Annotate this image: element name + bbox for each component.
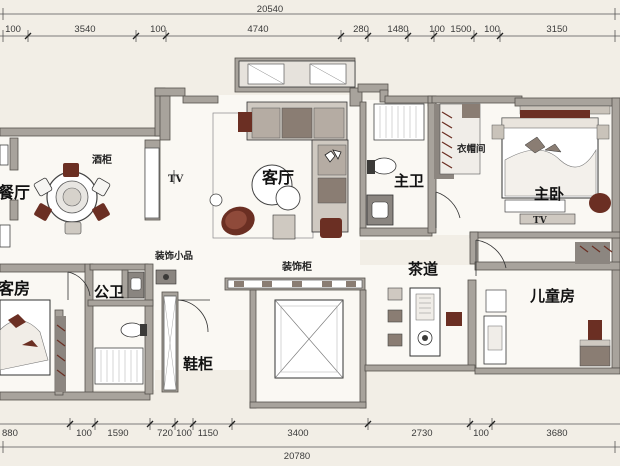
- dim-top-3: 4740: [247, 24, 268, 35]
- guest-room-door: [67, 271, 91, 300]
- dining-room-label: 餐厅: [0, 183, 30, 202]
- dim-bottom-7: 2730: [411, 428, 432, 439]
- dining-side-table: [0, 224, 11, 248]
- wine-cabinet: [144, 147, 160, 219]
- living-sofa: [238, 101, 349, 240]
- dim-top-4: 280: [353, 24, 369, 35]
- dim-bottom-3: 720: [157, 428, 173, 439]
- closet-label: 衣帽间: [457, 143, 486, 155]
- side-table-round: [275, 185, 301, 211]
- dim-top-6: 100: [429, 24, 445, 35]
- dim-top-total: 20540: [257, 4, 283, 15]
- tv-wall-cabinet: [238, 60, 356, 88]
- walk-in-closet: [439, 103, 481, 175]
- master-bath-fixtures: [366, 103, 425, 226]
- lounge-chair: [221, 206, 255, 236]
- dim-bottom-1: 100: [76, 428, 92, 439]
- entry-door: [177, 299, 210, 333]
- kids-room-label: 儿童房: [529, 287, 575, 305]
- tea-table: [409, 287, 441, 357]
- plant-icon: [324, 149, 342, 163]
- master-tv-cabinet: [519, 213, 576, 225]
- master-bedroom-label: 主卧: [534, 185, 564, 203]
- dim-top-0: 100: [5, 24, 21, 35]
- kids-shelving-hatch: [579, 245, 613, 253]
- shoe-cabinet-label: 鞋柜: [183, 355, 213, 373]
- tea-room-label: 茶道: [408, 260, 438, 278]
- wine-cabinet-label: 酒柜: [92, 153, 112, 166]
- dim-bottom-2: 1590: [107, 428, 128, 439]
- sideboard: [0, 144, 9, 166]
- entry-lift-block: [274, 299, 344, 379]
- guest-bed: [0, 299, 51, 376]
- dim-top-8: 100: [484, 24, 500, 35]
- bedroom-bench: [504, 199, 566, 213]
- master-bed: [491, 110, 610, 199]
- dim-top-1: 3540: [74, 24, 95, 35]
- dim-bottom-4: 100: [176, 428, 192, 439]
- living-room-label: 客厅: [262, 168, 294, 187]
- tea-stools: [387, 287, 462, 347]
- dim-top-5: 1480: [387, 24, 408, 35]
- ornament-dot: [163, 274, 169, 280]
- tea-room-door: [475, 239, 507, 276]
- tv-label-left: TV: [168, 174, 183, 185]
- guest-bedroom-label: 客房: [0, 279, 30, 298]
- floor-lamp: [209, 193, 223, 207]
- public-bath-label: 公卫: [94, 283, 124, 301]
- dim-bottom-total: 20780: [284, 451, 310, 462]
- dim-bottom-8: 100: [473, 428, 489, 439]
- dimension-ticks: [24, 32, 504, 428]
- tv-label-master: TV: [533, 216, 548, 226]
- master-bath-label: 主卫: [394, 172, 424, 190]
- decor-ornaments-label: 装饰小品: [154, 250, 193, 262]
- dim-top-9: 3150: [546, 24, 567, 35]
- dim-bottom-9: 3680: [546, 428, 567, 439]
- dim-bottom-5: 1150: [198, 428, 218, 439]
- dim-top-7: 1500: [450, 24, 471, 35]
- shoe-cabinet: [163, 295, 177, 391]
- public-bath-fixtures: [94, 271, 147, 385]
- decor-cabinet: [227, 279, 363, 289]
- dim-top-2: 100: [150, 24, 166, 35]
- decor-cabinet-label: 装饰柜: [281, 260, 312, 273]
- dim-bottom-6: 3400: [287, 428, 308, 439]
- dining-set: [33, 163, 111, 235]
- master-bath-door: [435, 191, 461, 228]
- kids-furniture: [483, 289, 611, 367]
- bedroom-armchair: [589, 193, 611, 213]
- guest-wardrobe-hatch: [56, 324, 66, 377]
- dim-bottom-0: 880: [2, 428, 18, 439]
